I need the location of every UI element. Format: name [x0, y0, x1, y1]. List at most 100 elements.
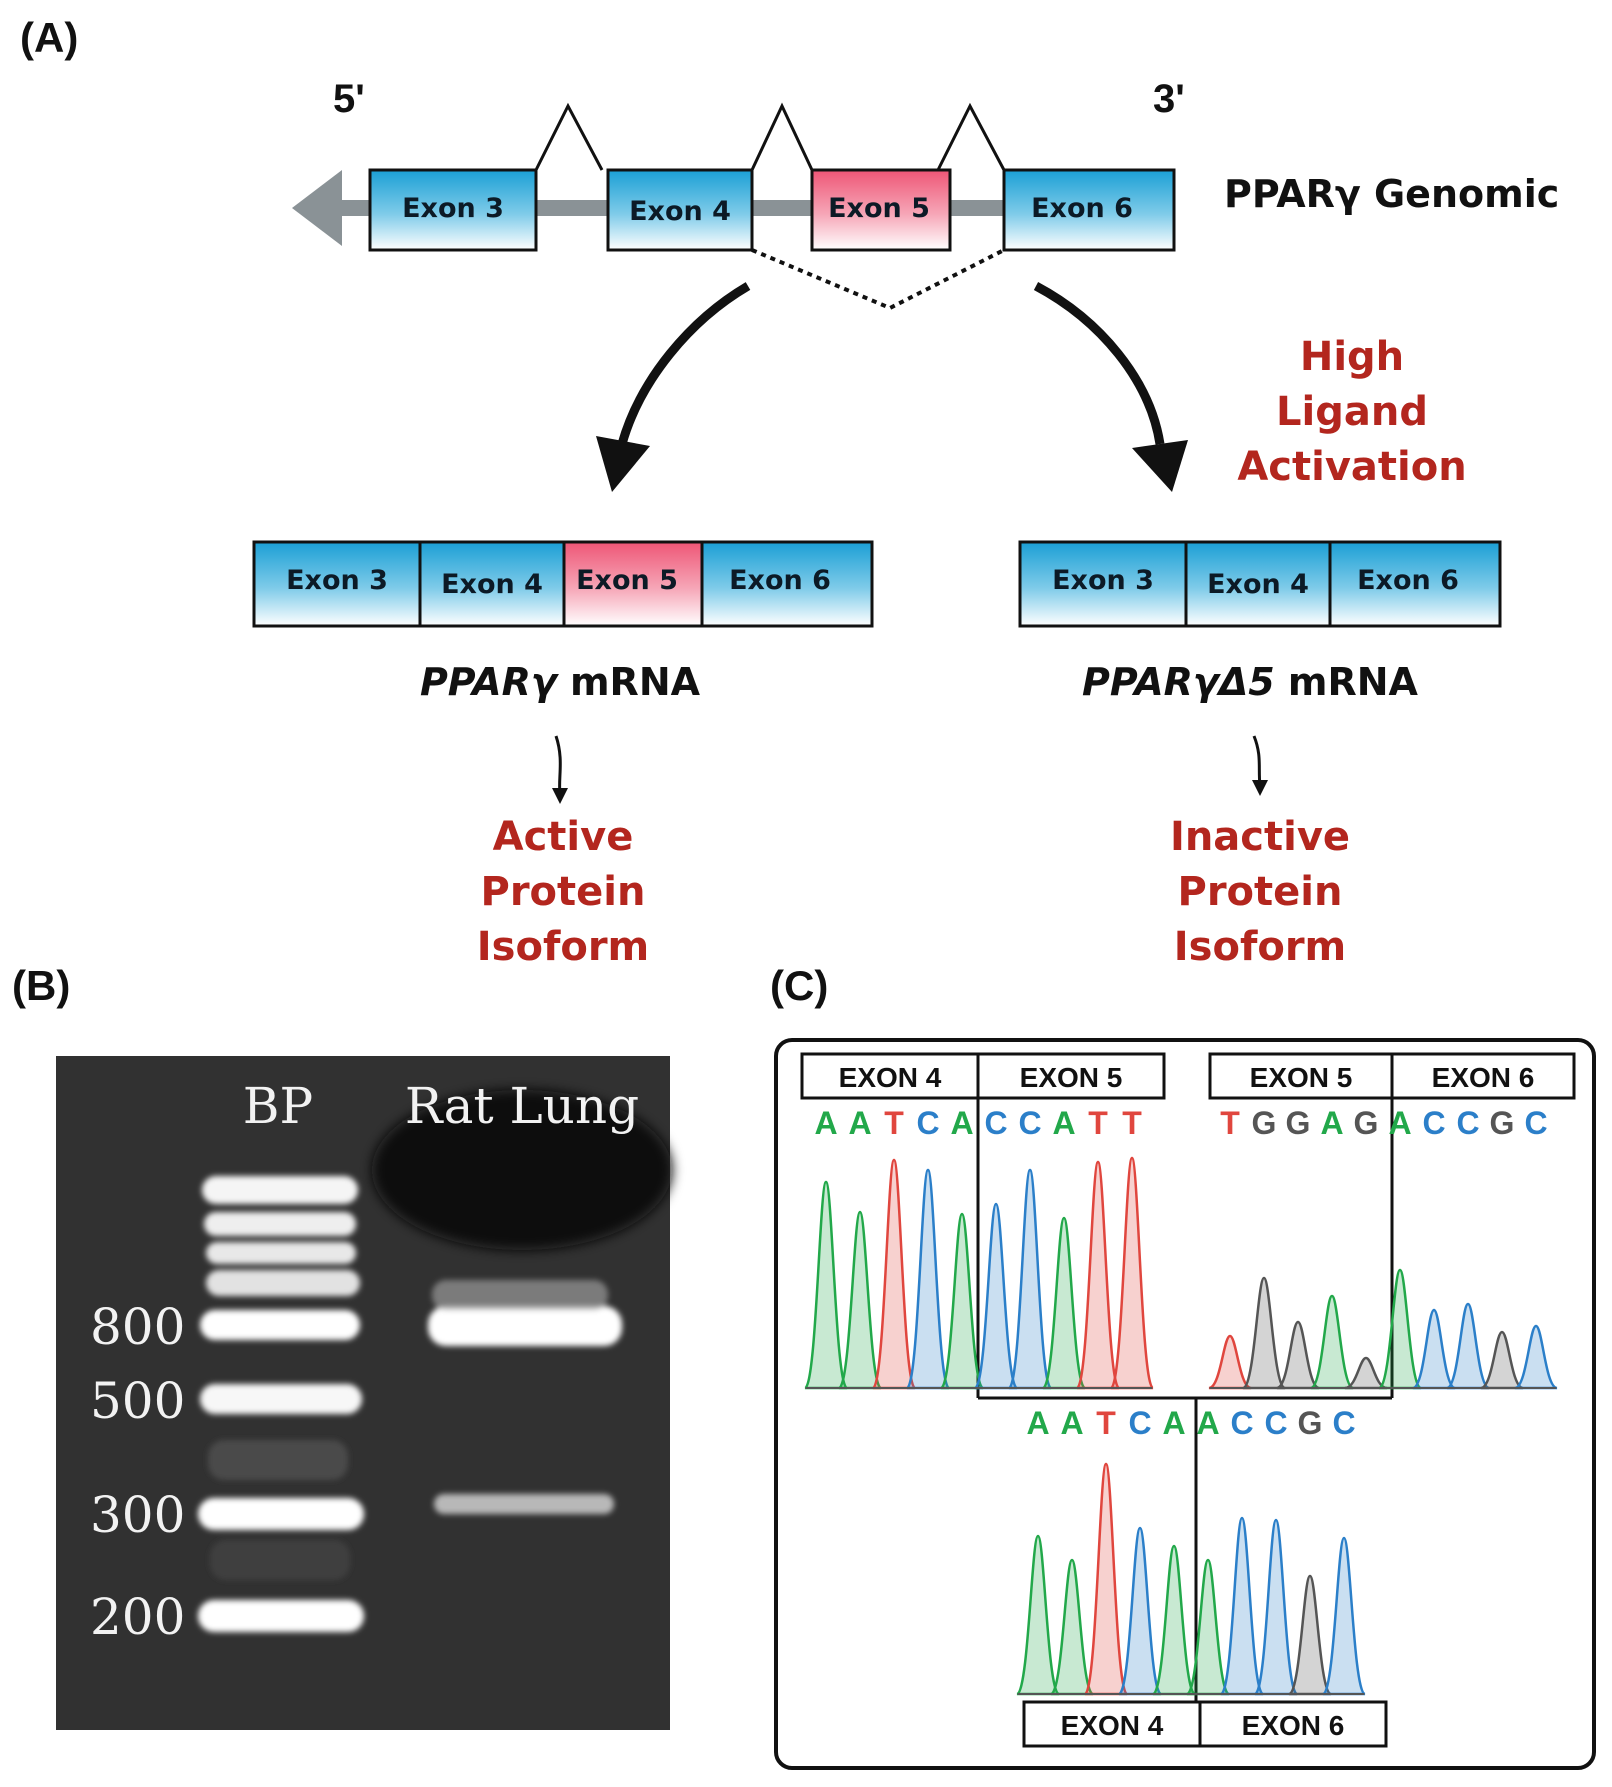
- trace-peak: [1287, 1574, 1333, 1696]
- trace-peak: [973, 1202, 1019, 1390]
- trace-peak: [1514, 1324, 1558, 1390]
- mrna-full-label: PPARγ mRNA: [420, 660, 701, 704]
- base-letter: C: [1018, 1105, 1041, 1141]
- chromatogram-left: [803, 1156, 1155, 1390]
- base-letter: A: [950, 1105, 973, 1141]
- genomic-exon-3: Exon 3: [368, 168, 538, 252]
- mrna-full-exon-6: Exon 6: [729, 565, 831, 596]
- trace-peak: [803, 1180, 849, 1390]
- five-prime-label: 5': [333, 77, 365, 121]
- trace-peak: [837, 1210, 883, 1390]
- down-arrow-icon: [1252, 735, 1268, 796]
- trace-peak: [1310, 1294, 1354, 1390]
- trace-peak: [1276, 1320, 1320, 1390]
- base-letter: A: [814, 1105, 837, 1141]
- base-letter: A: [1388, 1105, 1411, 1141]
- gel-header-bp: BP: [243, 1077, 313, 1135]
- active-line-2: Protein: [481, 869, 646, 915]
- ladder-bands: [198, 1176, 364, 1632]
- genomic-exon-4: Exon 4: [606, 168, 754, 252]
- box-exon6-right: EXON 6: [1432, 1062, 1535, 1093]
- base-letter: T: [1122, 1105, 1142, 1141]
- trace-peak: [1151, 1544, 1197, 1696]
- high-ligand-line-2: Ligand: [1276, 389, 1428, 435]
- high-ligand-line-3: Activation: [1237, 444, 1466, 490]
- svg-text:Exon 3: Exon 3: [402, 193, 504, 224]
- trace-peak: [1446, 1302, 1490, 1390]
- chromatogram-bottom: [1015, 1462, 1367, 1696]
- trace-peak: [1321, 1536, 1367, 1696]
- mrna-full-exon-4: Exon 4: [441, 569, 543, 600]
- base-letter: G: [1252, 1105, 1277, 1141]
- box-exon4-bottom: EXON 4: [1061, 1710, 1164, 1741]
- base-letter: A: [1320, 1105, 1343, 1141]
- splice-peak: [534, 102, 604, 171]
- down-arrow-icon: [552, 735, 568, 804]
- mrna-full: Exon 3 Exon 4 Exon 5 Exon 6: [252, 540, 874, 628]
- base-letter: C: [1422, 1105, 1445, 1141]
- inactive-line-1: Inactive: [1170, 814, 1350, 860]
- splice-arrow-left: [596, 282, 751, 492]
- sequencing-frame: [774, 1038, 1596, 1770]
- inactive-line-3: Isoform: [1174, 924, 1346, 970]
- base-letter: C: [916, 1105, 939, 1141]
- trace-peak: [1007, 1168, 1053, 1390]
- trace-peak: [1219, 1516, 1265, 1696]
- box-exon5-right: EXON 5: [1250, 1062, 1353, 1093]
- panel-b-label: (B): [12, 962, 70, 1009]
- base-letter: T: [1096, 1405, 1116, 1441]
- base-letter: C: [1264, 1405, 1287, 1441]
- trace-peak: [1015, 1534, 1061, 1696]
- base-letter: C: [1524, 1105, 1547, 1141]
- mrna-full-exon-5: Exon 5: [576, 565, 678, 596]
- svg-text:Exon 4: Exon 4: [629, 196, 731, 227]
- panel-a-label: (A): [20, 14, 78, 61]
- base-letter: G: [1298, 1405, 1323, 1441]
- base-letter: A: [1060, 1405, 1083, 1441]
- svg-text:Exon 6: Exon 6: [1031, 193, 1133, 224]
- base-letter: G: [1286, 1105, 1311, 1141]
- trace-peak: [871, 1158, 917, 1390]
- base-letter: A: [1196, 1405, 1219, 1441]
- panel-c-label: (C): [770, 962, 828, 1009]
- mrna-delta5: Exon 3 Exon 4 Exon 6: [1018, 540, 1502, 628]
- marker-500: 500: [90, 1372, 185, 1430]
- base-letter: G: [1490, 1105, 1515, 1141]
- trace-peak: [1377, 1268, 1423, 1390]
- exon-label-boxes: EXON 4 EXON 5 EXON 5 EXON 6 EXON 4 EXON …: [800, 1052, 1576, 1748]
- base-letter: C: [984, 1105, 1007, 1141]
- trace-peak: [1041, 1216, 1087, 1390]
- three-prime-label: 3': [1153, 77, 1185, 121]
- trace-peak: [1075, 1160, 1121, 1390]
- gel-image: BP Rat Lung 800 500 300 200: [56, 1056, 672, 1730]
- genomic-exon-5: Exon 5: [810, 168, 952, 252]
- chromatogram-right: [1208, 1268, 1558, 1390]
- trace-peak: [1109, 1156, 1155, 1390]
- trace-peak: [1117, 1526, 1163, 1696]
- box-exon4-left: EXON 4: [839, 1062, 942, 1093]
- high-ligand-line-1: High: [1300, 334, 1404, 380]
- base-letter: C: [1456, 1105, 1479, 1141]
- genomic-exon-6: Exon 6: [1002, 168, 1176, 252]
- marker-200: 200: [90, 1588, 185, 1646]
- trace-peak: [1253, 1518, 1299, 1696]
- box-exon6-bottom: EXON 6: [1242, 1710, 1345, 1741]
- trace-peak: [1241, 1276, 1287, 1390]
- active-line-3: Isoform: [477, 924, 649, 970]
- base-letter: G: [1354, 1105, 1379, 1141]
- trace-peak: [1049, 1558, 1095, 1696]
- trace-peak: [1083, 1462, 1129, 1696]
- splice-arrow-right: [1033, 282, 1188, 492]
- left-arrow-icon: [292, 170, 342, 246]
- trace-peak: [1412, 1308, 1456, 1390]
- svg-text:Exon 5: Exon 5: [828, 193, 930, 224]
- base-letter: A: [1052, 1105, 1075, 1141]
- mrna-delta-label: PPARγΔ5 mRNA: [1082, 660, 1419, 704]
- base-letter: T: [1088, 1105, 1108, 1141]
- base-letter: A: [1026, 1405, 1049, 1441]
- base-letter: C: [1128, 1405, 1151, 1441]
- trace-peak: [1185, 1558, 1231, 1696]
- marker-300: 300: [90, 1486, 185, 1544]
- splice-peak: [936, 102, 1006, 171]
